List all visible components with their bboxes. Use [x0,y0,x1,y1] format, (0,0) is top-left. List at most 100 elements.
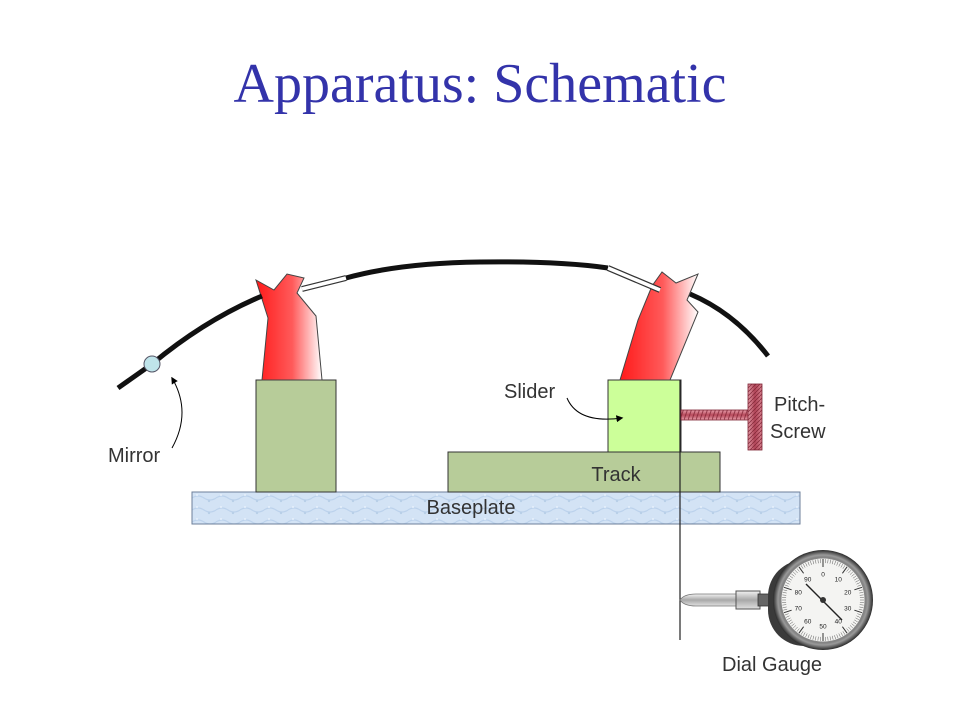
dial-tick [810,635,812,640]
dial-number: 40 [835,619,843,626]
dial-tick [859,594,864,596]
dial-tick [796,568,800,572]
left-red-holder [255,273,323,381]
dial-tick [805,633,808,638]
dial-tick [856,582,861,585]
dial-tick [852,575,857,579]
dial-tick [858,609,863,611]
dial-tick [783,586,792,591]
dial-tick [841,566,848,574]
dial-tick [829,636,831,641]
dial-tick [854,577,858,581]
dial-tick [789,621,794,625]
flexible-bar-connector-right-inner [607,266,661,292]
dial-tick [805,562,808,567]
dial-gauge-ticks [782,559,864,641]
slider-block [607,379,682,453]
dial-number: 70 [795,606,803,613]
dial-tick [851,623,855,627]
dial-tick [789,575,794,579]
dial-tick [807,561,810,566]
flexible-bar-top [345,259,609,281]
dial-gauge-stem [735,590,761,610]
dial-tick [803,563,806,568]
dial-number: 30 [844,606,852,613]
dial-tick [788,577,792,581]
dial-tick [815,636,817,641]
dial-tick [846,568,850,572]
dial-tick [817,636,819,641]
dial-tick [782,594,787,596]
pitch-screw-knurl [748,384,762,450]
dial-tick [836,634,839,639]
dial-gauge-label: Dial Gauge [722,654,822,676]
dial-tick [852,621,857,625]
dial-tick [857,613,862,616]
dial-tick [859,606,864,608]
dial-tick [854,619,858,623]
dial-tick [849,571,854,575]
dial-tick [815,559,817,564]
dial-tick [832,635,834,640]
baseplate [191,491,801,525]
dial-tick [782,604,787,606]
dial-tick [783,609,788,611]
flexible-bar-left [116,293,263,391]
dial-gauge-probe-tip [679,593,737,607]
dial-tick [812,635,814,640]
dial-tick [786,580,791,583]
dial-tick [849,625,854,629]
dial-tick [855,617,860,620]
dial-tick [854,609,863,614]
dial-number: 50 [819,624,827,631]
dial-tick [791,573,795,577]
dial-number: 0 [821,572,825,579]
dial-tick [856,615,861,618]
dial-tick [783,609,792,614]
dial-tick [800,565,804,569]
dial-tick [854,586,863,591]
track [447,451,721,493]
dial-tick [810,560,812,565]
dial-number: 10 [835,576,843,583]
dial-tick [855,580,860,583]
dial-tick [784,613,789,616]
pitch-screw-label-line2: Screw [770,421,826,443]
flexible-bar-connector-left-inner [301,276,347,291]
dial-tick [834,635,836,640]
dial-tick [842,565,846,569]
dial-number: 60 [804,619,812,626]
dial-tick [782,592,787,594]
dial-tick [846,628,850,632]
dial-tick [857,584,862,587]
dial-tick [792,571,797,575]
dial-gauge-hub [820,597,826,603]
mirror-label: Mirror [108,445,161,467]
dial-tick [832,560,834,565]
baseplate-label: Baseplate [427,497,516,519]
flexible-bar-right [689,291,770,358]
dial-tick [840,632,843,637]
dial-number: 20 [844,589,852,596]
dial-tick [838,633,841,638]
dial-tick [786,617,791,620]
mirror [143,355,161,373]
dial-tick [848,626,852,631]
dial-tick [798,626,805,634]
dial-tick [791,623,795,627]
page-title: Apparatus: Schematic [233,53,727,115]
dial-tick [827,636,829,641]
dial-tick [829,559,831,564]
dial-tick [840,563,843,568]
dial-tick [859,604,864,606]
dial-tick [800,631,804,635]
dial-tick [783,589,788,591]
dial-tick [794,569,798,574]
dial-tick [838,562,841,567]
pitch-screw-label-line1: Pitch- [774,394,825,416]
track-label: Track [591,464,641,486]
dial-number: 90 [804,576,812,583]
